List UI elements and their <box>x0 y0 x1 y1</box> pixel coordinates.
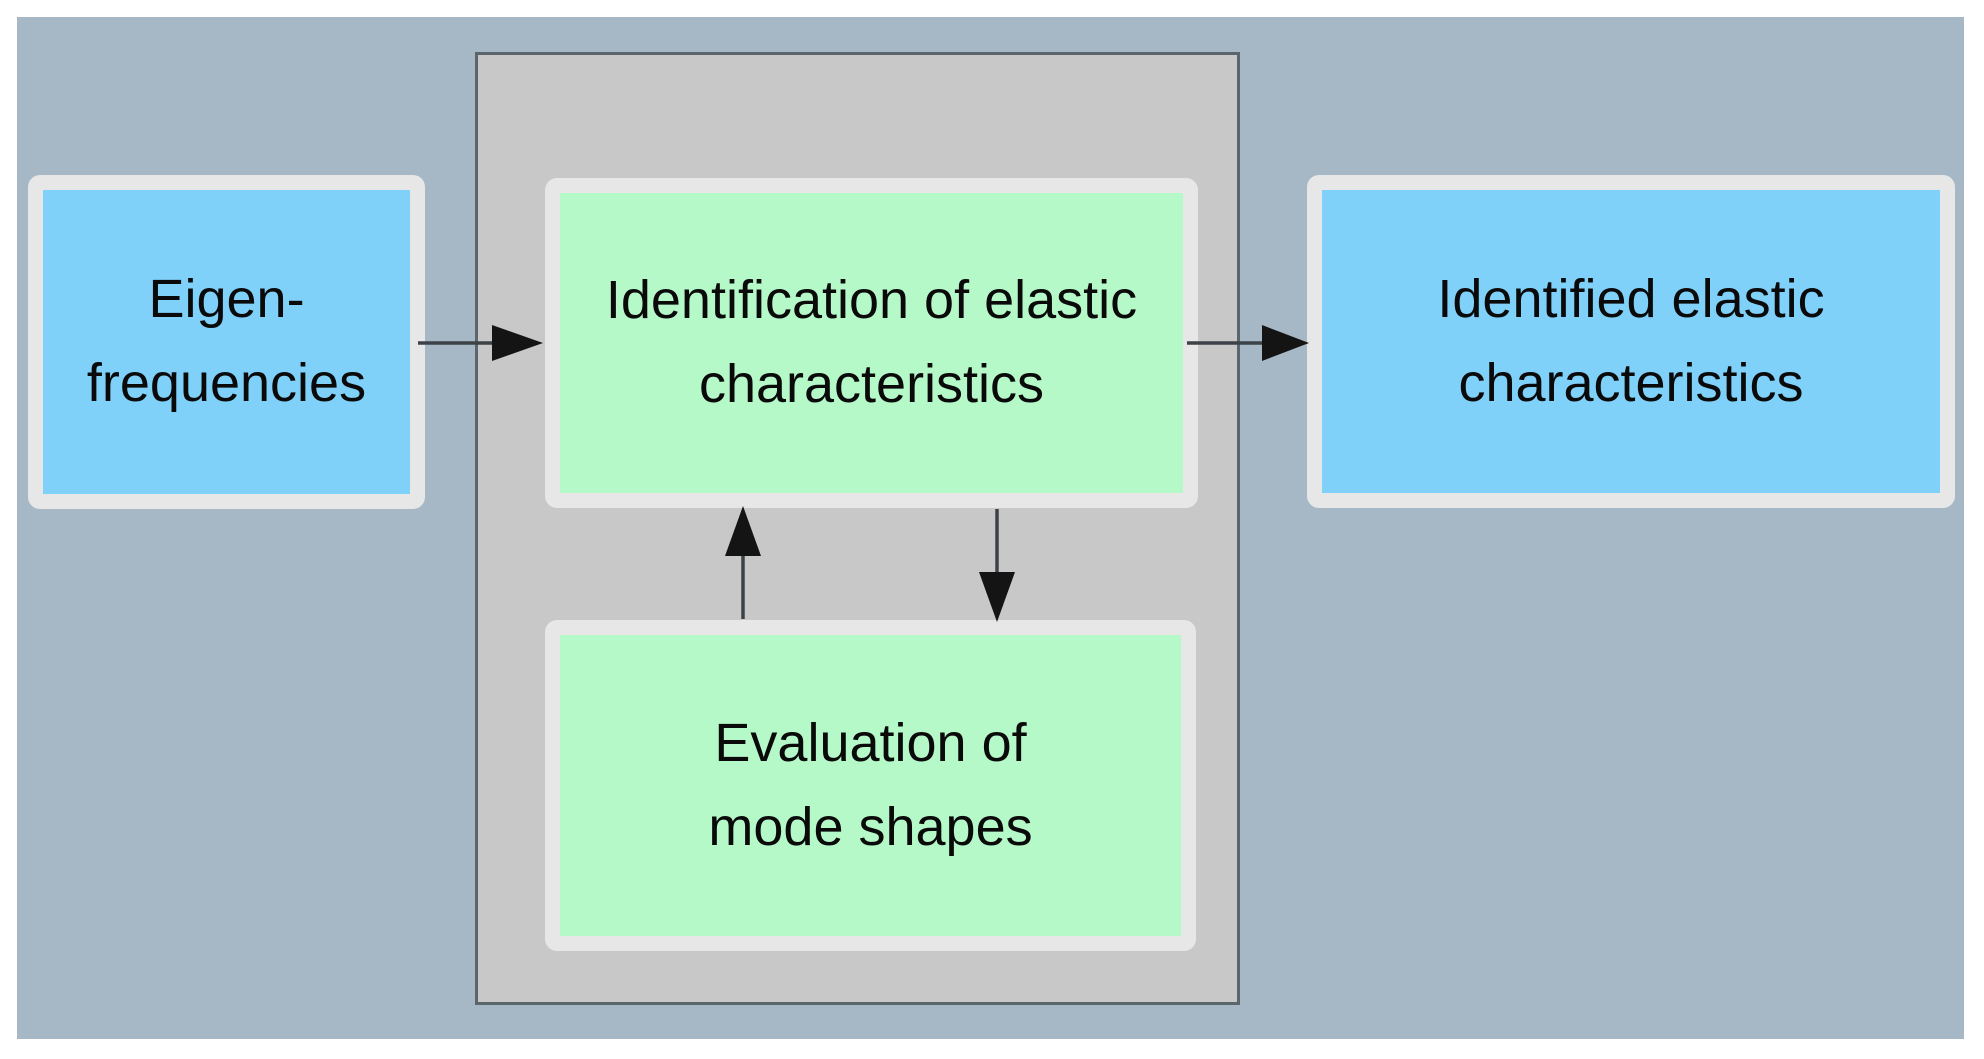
node-identification-of-elastic-characteristics: Identification of elastic characteristic… <box>545 178 1198 508</box>
node-evaluation-of-mode-shapes: Evaluation of mode shapes <box>545 620 1196 951</box>
node-eigen-frequencies: Eigen- frequencies <box>28 175 425 509</box>
node-identified-elastic-characteristics: Identified elastic characteristics <box>1307 175 1955 508</box>
